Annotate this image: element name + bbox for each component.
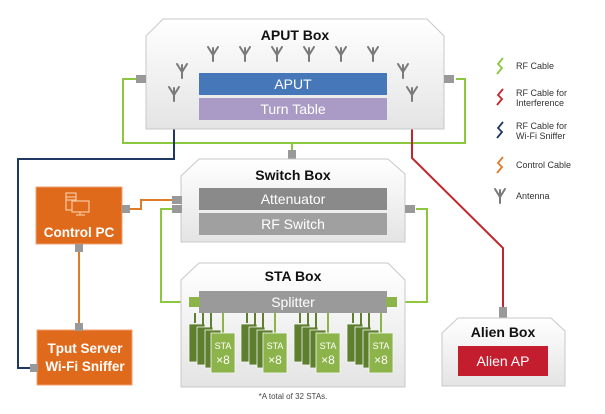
aput-label: APUT [274, 76, 312, 92]
switch-left-connector-1 [172, 196, 182, 204]
sniffer-cable [17, 111, 175, 369]
sta-box: STA Box Splitter STA ×8 STA ×8 STA ×8 STA ×8 [180, 262, 406, 388]
sta-label: STA [320, 341, 337, 351]
attenuator-bar [199, 188, 387, 210]
sta-box-title: STA Box [265, 268, 322, 284]
turntable-label: Turn Table [260, 101, 326, 117]
cables [17, 78, 504, 369]
sta-card-front [262, 332, 288, 374]
antenna-icon [176, 63, 188, 79]
computer-icon [65, 192, 90, 216]
sta-card-front [315, 332, 341, 374]
turntable-bar [199, 98, 387, 120]
switch-box-title: Switch Box [255, 167, 331, 183]
control-pc-box: Control PC [35, 186, 130, 252]
aput-bar [199, 73, 387, 95]
switch-right-connector [405, 205, 415, 213]
legend-label: Antenna [516, 191, 550, 201]
sta-card-front [368, 332, 394, 374]
legend-label: Wi-Fi Sniffer [516, 131, 565, 141]
sta-group: STA ×8 [346, 313, 394, 374]
sta-count: ×8 [268, 353, 282, 367]
legend-item: RF Cable [496, 57, 554, 75]
alien-box-title: Alien Box [471, 324, 536, 340]
sta-footnote: *A total of 32 STAs. [259, 392, 328, 401]
legend-label: RF Cable for [516, 88, 567, 98]
legend-label: RF Cable for [516, 121, 567, 131]
tput-server-box: Tput Server Wi-Fi Sniffer [30, 323, 133, 386]
splitter-label: Splitter [271, 294, 315, 310]
cable-swatch-icon [496, 121, 504, 139]
legend-label: Interference [516, 98, 564, 108]
sta-group: STA ×8 [293, 313, 341, 374]
alien-box: Alien Box Alien AP [441, 307, 566, 387]
aput-box: APUT Box APUT Turn Table [136, 18, 454, 130]
splitter-bar [199, 291, 387, 313]
alien-ap-label: Alien AP [477, 353, 530, 369]
alien-top-connector [499, 307, 507, 318]
attenuator-label: Attenuator [261, 191, 326, 207]
legend-label: RF Cable [516, 61, 554, 71]
sta-label: STA [215, 341, 232, 351]
legend-label: Control Cable [516, 160, 571, 170]
control-cable-pc-switch [128, 199, 172, 210]
alien-ap-bar [458, 346, 548, 376]
sta-label: STA [267, 341, 284, 351]
sta-groups: STA ×8 STA ×8 STA ×8 STA ×8 [188, 313, 394, 374]
antenna-icon [303, 46, 315, 62]
rfswitch-bar [199, 213, 387, 235]
switch-box: Switch Box Attenuator RF Switch [172, 150, 415, 243]
antenna-icon [367, 46, 379, 62]
interference-antenna-icon [406, 86, 418, 102]
rf-cable-aput-left [122, 78, 292, 144]
cable-swatch-icon [496, 88, 504, 106]
tput-top-connector [75, 323, 83, 331]
antenna-icon [397, 63, 409, 79]
sta-card-front [210, 332, 236, 374]
sta-count: ×8 [374, 353, 388, 367]
antenna-icon [239, 46, 251, 62]
tput-left-connector [30, 364, 38, 372]
rf-cable-switch-left-splitter [160, 208, 190, 303]
antenna-icon [494, 188, 506, 204]
antenna-icon [207, 46, 219, 62]
sta-count: ×8 [321, 353, 335, 367]
antenna-icon [335, 46, 347, 62]
sta-group: STA ×8 [240, 313, 288, 374]
splitter-left-connector [189, 297, 200, 307]
sniffer-antenna-icon [168, 86, 180, 102]
interference-cable [411, 109, 504, 308]
aput-left-connector [136, 75, 146, 83]
aput-box-title: APUT Box [261, 27, 330, 43]
sta-count: ×8 [216, 353, 230, 367]
switch-top-connector [288, 150, 296, 159]
sta-group: STA ×8 [188, 313, 236, 374]
antenna-icon [271, 46, 283, 62]
control-pc-right-connector [122, 205, 130, 213]
legend-item: Antenna [494, 188, 550, 204]
aput-antennas [168, 46, 418, 102]
aput-right-connector [444, 75, 454, 83]
tput-server-label: Tput Server [47, 341, 123, 356]
sta-label: STA [373, 341, 390, 351]
control-pc-label: Control PC [44, 225, 115, 240]
control-pc-bottom-connector [75, 244, 83, 252]
wifi-sniffer-label: Wi-Fi Sniffer [45, 359, 125, 374]
switch-left-connector-2 [172, 205, 182, 213]
legend-item: Control Cable [496, 156, 571, 174]
rf-cable-switch-right-splitter [398, 208, 428, 303]
rf-cable-aput-right [292, 78, 466, 144]
cable-swatch-icon [496, 57, 504, 75]
cable-swatch-icon [496, 156, 504, 174]
splitter-right-connector [386, 297, 397, 307]
rfswitch-label: RF Switch [261, 216, 325, 232]
